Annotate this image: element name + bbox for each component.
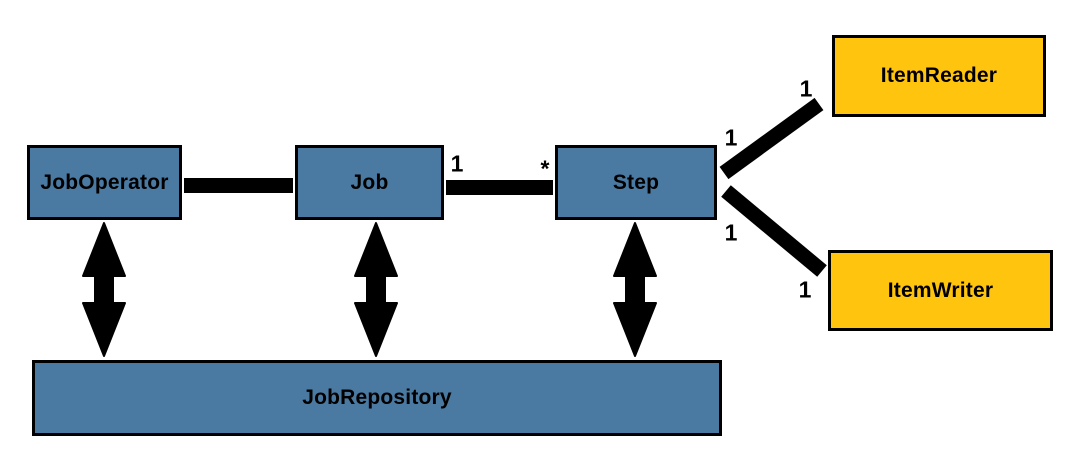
item-writer-node: ItemWriter bbox=[828, 250, 1053, 331]
multiplicity-job-side: 1 bbox=[450, 150, 464, 177]
job-repository-label: JobRepository bbox=[302, 386, 452, 409]
item-writer-label: ItemWriter bbox=[887, 278, 994, 302]
multiplicity-step-reader-side: 1 bbox=[724, 124, 738, 151]
step-label: Step bbox=[612, 170, 660, 194]
item-reader-node: ItemReader bbox=[832, 35, 1046, 117]
connector-step-itemwriter bbox=[721, 185, 827, 277]
step-node: Step bbox=[555, 145, 717, 220]
arrow-joboperator-jobrepository bbox=[82, 222, 126, 357]
connector-joboperator-job bbox=[184, 178, 293, 193]
job-repository-node: JobRepository bbox=[32, 360, 722, 436]
multiplicity-reader-side: 1 bbox=[799, 75, 813, 102]
job-operator-node: JobOperator bbox=[27, 145, 182, 220]
multiplicity-writer-side: 1 bbox=[798, 276, 812, 303]
item-reader-label: ItemReader bbox=[880, 64, 998, 87]
connector-job-step bbox=[446, 180, 553, 195]
job-node: Job bbox=[295, 145, 444, 220]
arrow-job-jobrepository bbox=[354, 222, 398, 357]
multiplicity-step-side: * bbox=[540, 155, 550, 182]
arrow-step-jobrepository bbox=[613, 222, 657, 357]
job-label: Job bbox=[350, 170, 389, 194]
connector-step-itemreader bbox=[719, 97, 824, 180]
multiplicity-step-writer-side: 1 bbox=[724, 219, 738, 246]
job-operator-label: JobOperator bbox=[40, 170, 169, 194]
